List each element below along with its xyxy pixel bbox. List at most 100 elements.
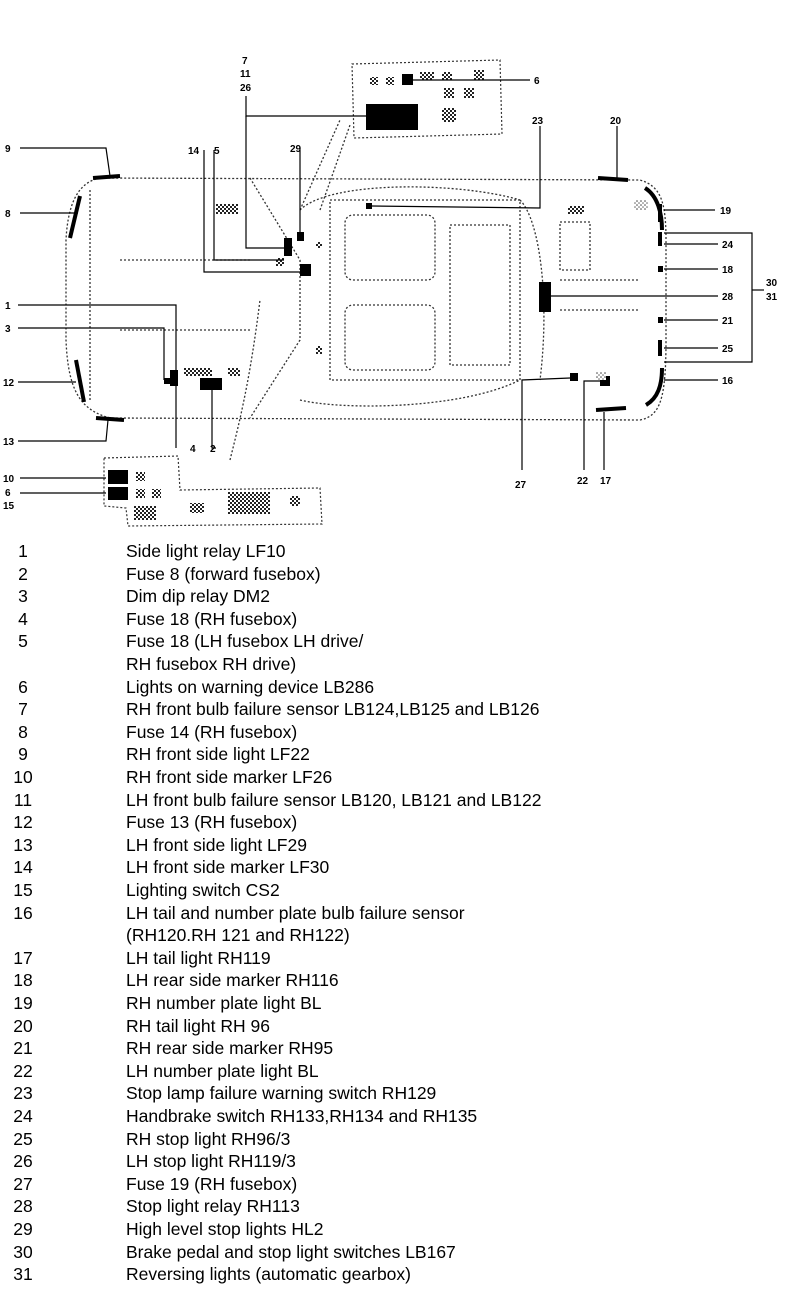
callout-28: 28: [722, 292, 734, 303]
callout-4: 4: [190, 444, 196, 455]
legend-number: 1: [18, 541, 28, 561]
callout-17: 17: [600, 476, 612, 487]
legend-number: 12: [13, 812, 33, 833]
legend-description: Fuse 18 (LH fusebox LH drive/: [126, 631, 364, 652]
callout-20: 20: [610, 116, 622, 127]
callout-6-top: 6: [534, 76, 540, 87]
callout-24: 24: [722, 240, 734, 251]
legend-number: 6: [18, 676, 28, 697]
callout-25: 25: [722, 344, 734, 355]
legend-number: 26: [13, 1151, 33, 1172]
legend-description: LH front side marker LF30: [126, 857, 330, 878]
legend-number: 25: [13, 1128, 33, 1149]
legend-description: RH stop light RH96/3: [126, 1128, 291, 1149]
callout-21: 21: [722, 316, 734, 327]
legend-item: 28 Stop light relay RH113: [0, 1195, 800, 1217]
legend-number: 31: [13, 1264, 33, 1285]
callout-1: 1: [5, 301, 11, 312]
legend-number: 4: [18, 608, 28, 629]
legend-item: 8 Fuse 14 (RH fusebox): [0, 721, 800, 743]
legend-description: RH front bulb failure sensor LB124,LB125…: [126, 699, 540, 720]
callout-2: 2: [210, 444, 216, 455]
car-outline: [65, 119, 667, 461]
legend-description: Stop light relay RH113: [126, 1196, 300, 1217]
lamp-bars: [68, 174, 664, 422]
callout-13: 13: [3, 437, 15, 448]
legend-description: LH front bulb failure sensor LB120, LB12…: [126, 789, 542, 810]
callout-29: 29: [290, 144, 302, 155]
legend-description: RH fusebox RH drive): [126, 654, 297, 674]
callout-14: 14: [188, 146, 200, 157]
legend-item: 23 Stop lamp failure warning switch RH129: [0, 1082, 800, 1104]
callout-8: 8: [5, 209, 11, 220]
leader-lines: [18, 79, 764, 494]
legend-number: 10: [13, 767, 33, 787]
callout-3: 3: [5, 324, 11, 335]
legend-number: 14: [13, 857, 33, 878]
legend-item: 11 LH front bulb failure sensor LB120, LB…: [0, 789, 800, 811]
legend-item: 14 LH front side marker LF30: [0, 856, 800, 878]
legend-description: Fuse 18 (RH fusebox): [126, 608, 298, 629]
legend-description: Side light relay LF10: [126, 541, 286, 561]
legend-description: Dim dip relay DM2: [126, 586, 270, 607]
callout-7: 7: [242, 56, 248, 67]
callout-18: 18: [722, 265, 734, 276]
legend-item: 25 RH stop light RH96/3: [0, 1128, 800, 1150]
legend-description: Stop lamp failure warning switch RH129: [126, 1083, 437, 1104]
callout-26: 26: [240, 83, 252, 94]
legend-description: Lighting switch CS2: [126, 880, 280, 900]
legend-number: 11: [13, 789, 33, 810]
legend-item: 3 Dim dip relay DM2: [0, 585, 800, 607]
legend-number: 23: [13, 1083, 33, 1104]
legend-number: 13: [13, 834, 33, 855]
legend-description: RH front side light LF22: [126, 744, 310, 765]
legend-description: Fuse 8 (forward fusebox): [126, 563, 321, 584]
top-fusebox-inset: [351, 59, 503, 139]
car-location-diagram: 9 8 1 3 12 13 14 5 7 11 26 29 6 23 20 19…: [3, 56, 778, 527]
legend-item: 4 Fuse 18 (RH fusebox): [0, 608, 800, 630]
legend-number: 18: [13, 970, 33, 991]
bottom-left-inset: [103, 455, 323, 527]
callout-30: 30: [766, 278, 778, 289]
legend-description: RH tail light RH 96: [126, 1015, 270, 1036]
legend-description: LH stop light RH119/3: [126, 1151, 296, 1172]
legend-description: Fuse 13 (RH fusebox): [126, 812, 298, 833]
callout-12: 12: [3, 378, 15, 389]
legend-description: Brake pedal and stop light switches LB16…: [126, 1241, 456, 1262]
callout-23: 23: [532, 116, 544, 127]
legend-description: Handbrake switch RH133,RH134 and RH135: [126, 1106, 478, 1126]
legend-item: 26 LH stop light RH119/3: [0, 1150, 800, 1172]
legend-number: 5: [18, 631, 28, 652]
legend-description: RH front side marker LF26: [126, 767, 333, 787]
component-blocks: [164, 200, 663, 390]
legend-item: RH fusebox RH drive): [0, 653, 800, 675]
legend-description: Fuse 14 (RH fusebox): [126, 721, 298, 742]
legend-description: Reversing lights (automatic gearbox): [126, 1264, 411, 1285]
callout-15: 15: [3, 501, 15, 512]
callout-6-left: 6: [5, 488, 11, 499]
legend-number: 28: [13, 1196, 33, 1217]
callout-11: 11: [240, 69, 251, 80]
legend-item: (RH120.RH 121 and RH122): [0, 924, 800, 946]
callout-5: 5: [214, 146, 220, 157]
legend-item: 1 Side light relay LF10: [0, 540, 800, 562]
callout-10: 10: [3, 474, 15, 485]
legend-number: 3: [18, 586, 28, 607]
callout-9: 9: [5, 144, 11, 155]
callout-16: 16: [722, 376, 734, 387]
callout-31: 31: [766, 292, 778, 303]
legend-description: Fuse 19 (RH fusebox): [126, 1173, 298, 1194]
legend-description: RH rear side marker RH95: [126, 1038, 334, 1059]
legend-description: LH front side light LF29: [126, 834, 307, 855]
legend-number: 8: [18, 721, 28, 742]
